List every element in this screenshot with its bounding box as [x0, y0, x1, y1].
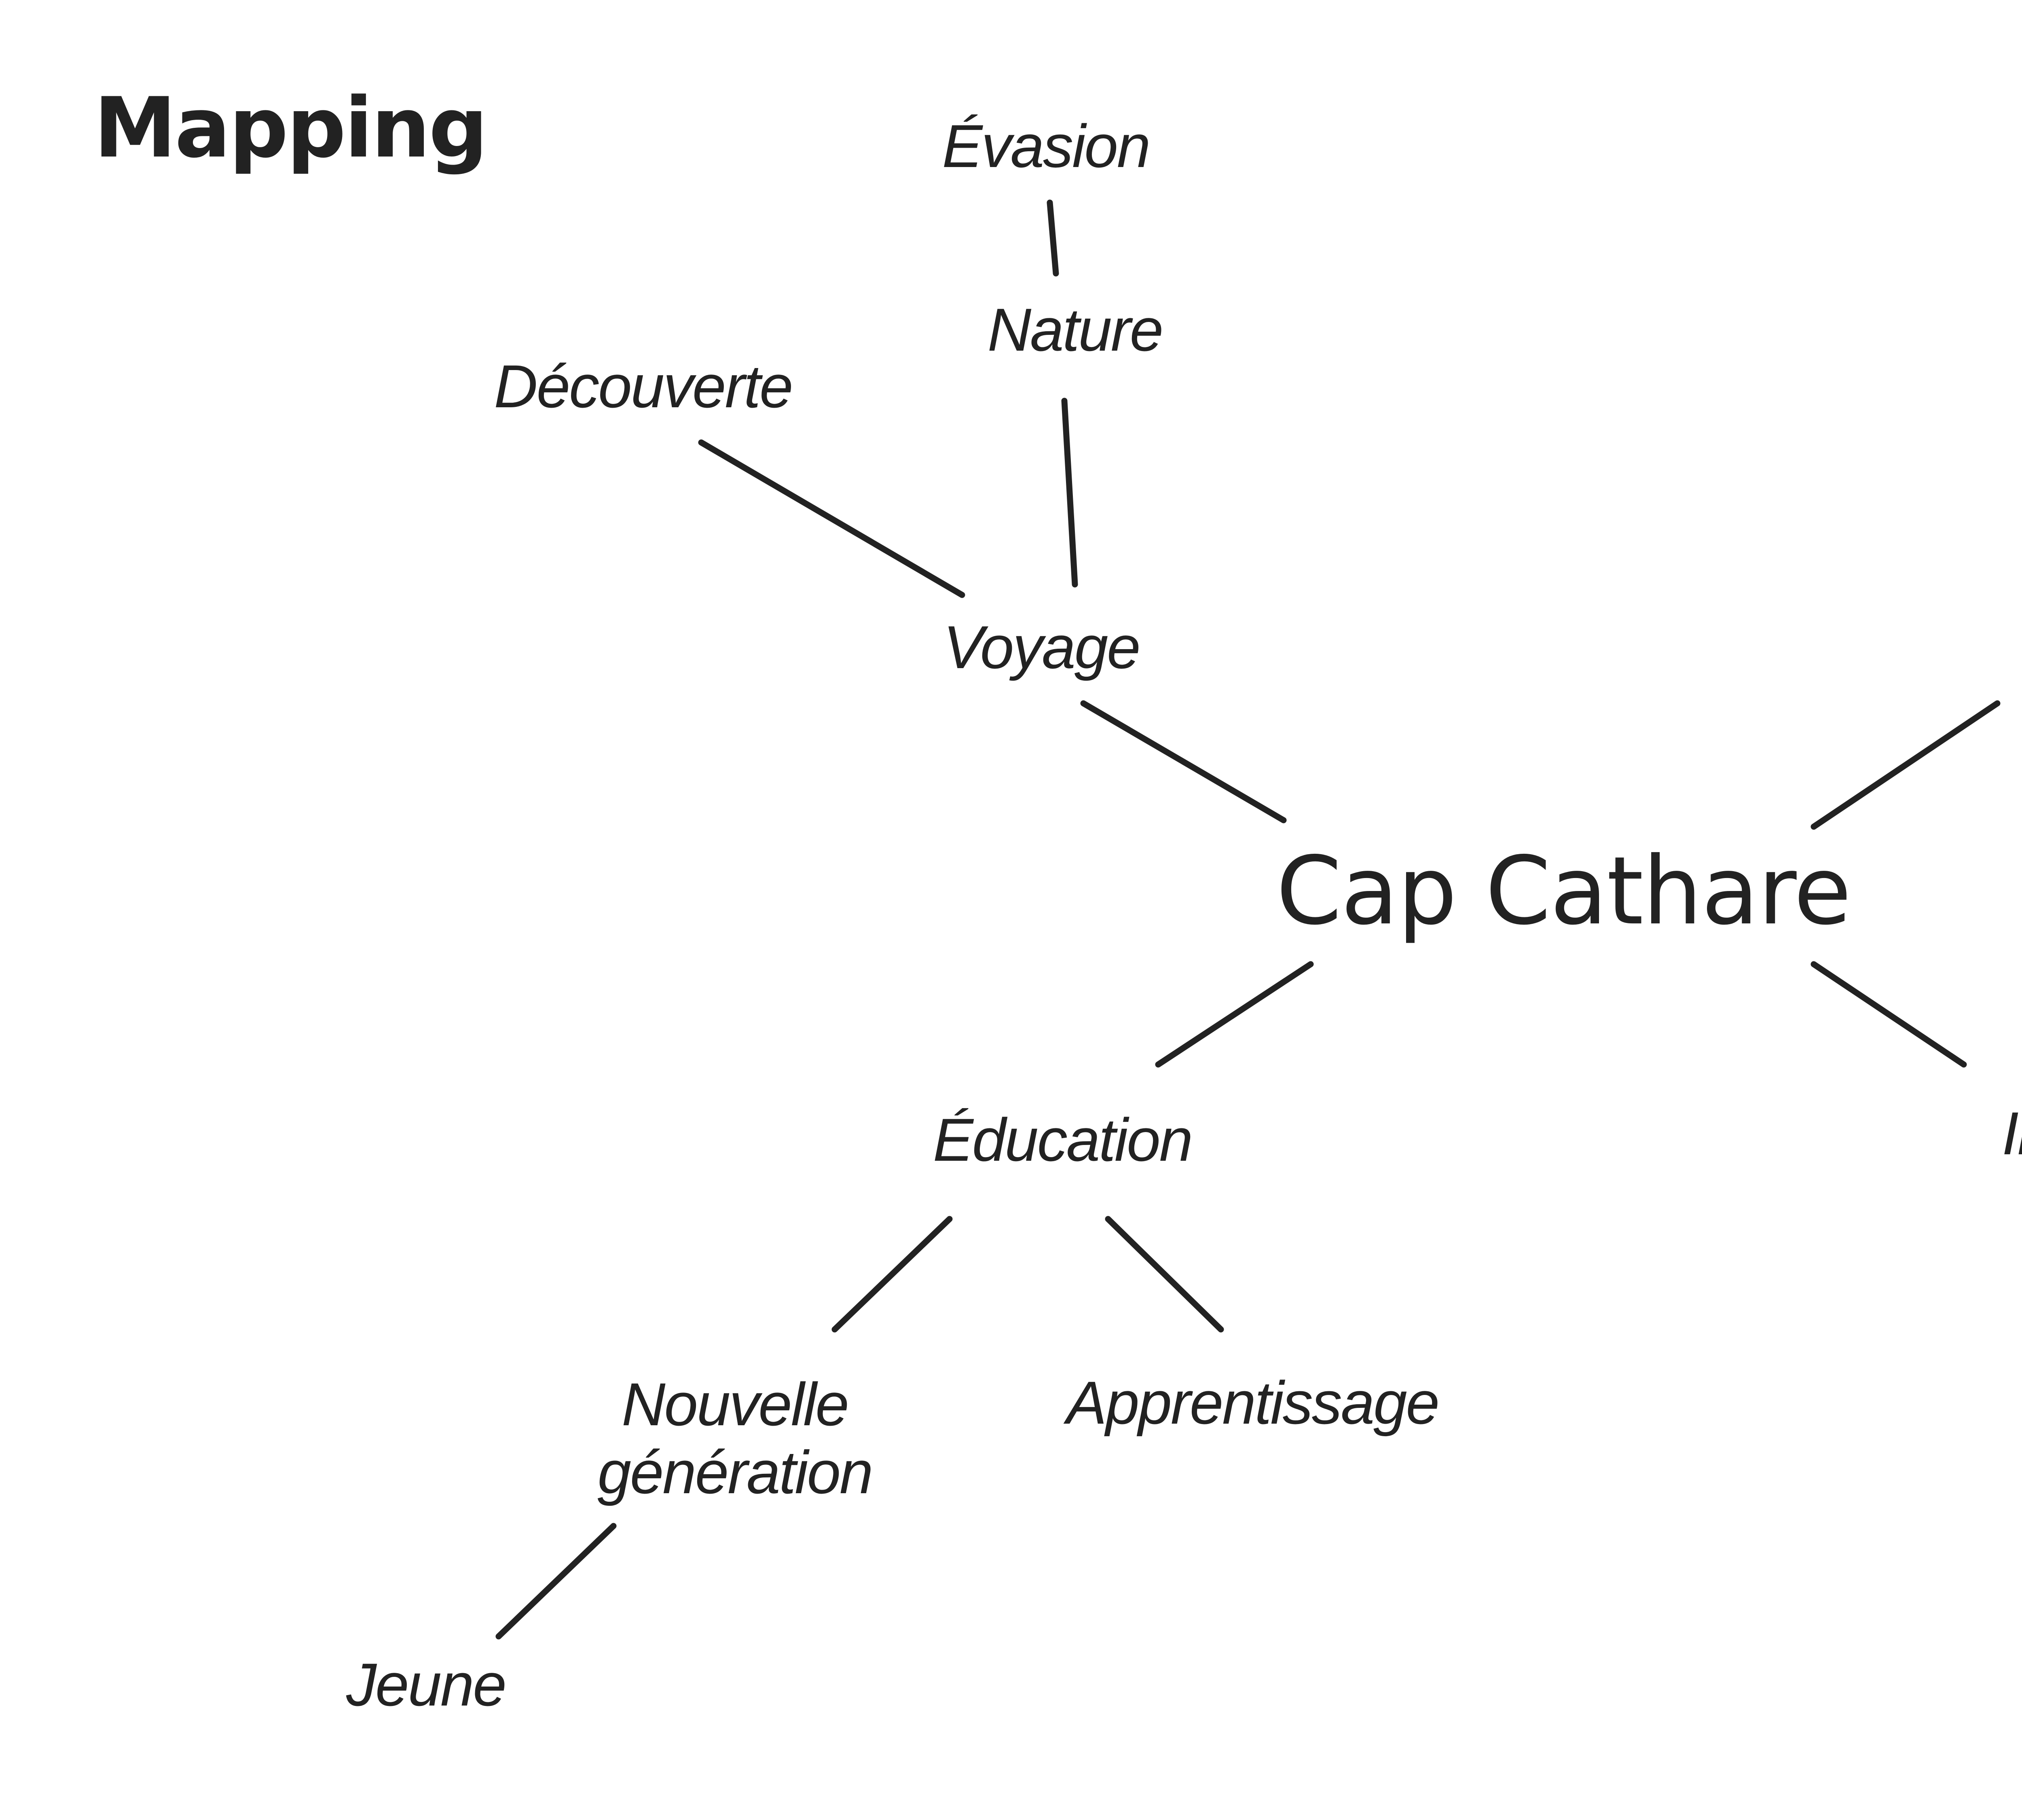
connector-nouvelle-generation-jeune	[495, 1523, 617, 1640]
node-nature: Nature	[987, 296, 1163, 364]
connector-nature-voyage	[1061, 398, 1078, 588]
node-apprentissage: Apprentissage	[1066, 1369, 1440, 1437]
node-label: Voyage	[943, 613, 1140, 681]
node-label: Découverte	[494, 352, 793, 420]
central-node-cap-cathare: Cap Cathare	[1276, 836, 1852, 946]
node-label: Nature	[987, 296, 1163, 364]
connector-cap-cathare-interactif	[1810, 961, 1967, 1068]
page-title: Mapping	[94, 80, 488, 176]
node-label: Jeune	[346, 1651, 507, 1718]
node-voyage: Voyage	[943, 613, 1140, 681]
connector-decouverte-voyage	[698, 439, 965, 598]
connector-cap-cathare-education	[1155, 961, 1314, 1068]
connector-monument-historique-cap-cathare	[1810, 700, 2001, 830]
node-interactif: Intéractif	[2002, 1099, 2022, 1167]
node-label: Éducation	[933, 1106, 1193, 1174]
node-label-line2: génération	[597, 1438, 874, 1506]
node-label: Nouvelle	[622, 1370, 849, 1438]
node-label: Intéractif	[2002, 1099, 2022, 1167]
node-education: Éducation	[933, 1106, 1193, 1174]
node-jeune: Jeune	[346, 1651, 507, 1718]
connector-evasion-nature	[1047, 199, 1059, 277]
node-label: Évasion	[942, 112, 1151, 180]
connector-education-apprentissage	[1105, 1216, 1224, 1333]
node-evasion: Évasion	[942, 112, 1151, 180]
node-label: Apprentissage	[1066, 1369, 1440, 1437]
connector-education-nouvelle-generation	[831, 1216, 953, 1333]
connector-voyage-cap-cathare	[1080, 700, 1287, 823]
node-decouverte: Découverte	[494, 352, 793, 420]
